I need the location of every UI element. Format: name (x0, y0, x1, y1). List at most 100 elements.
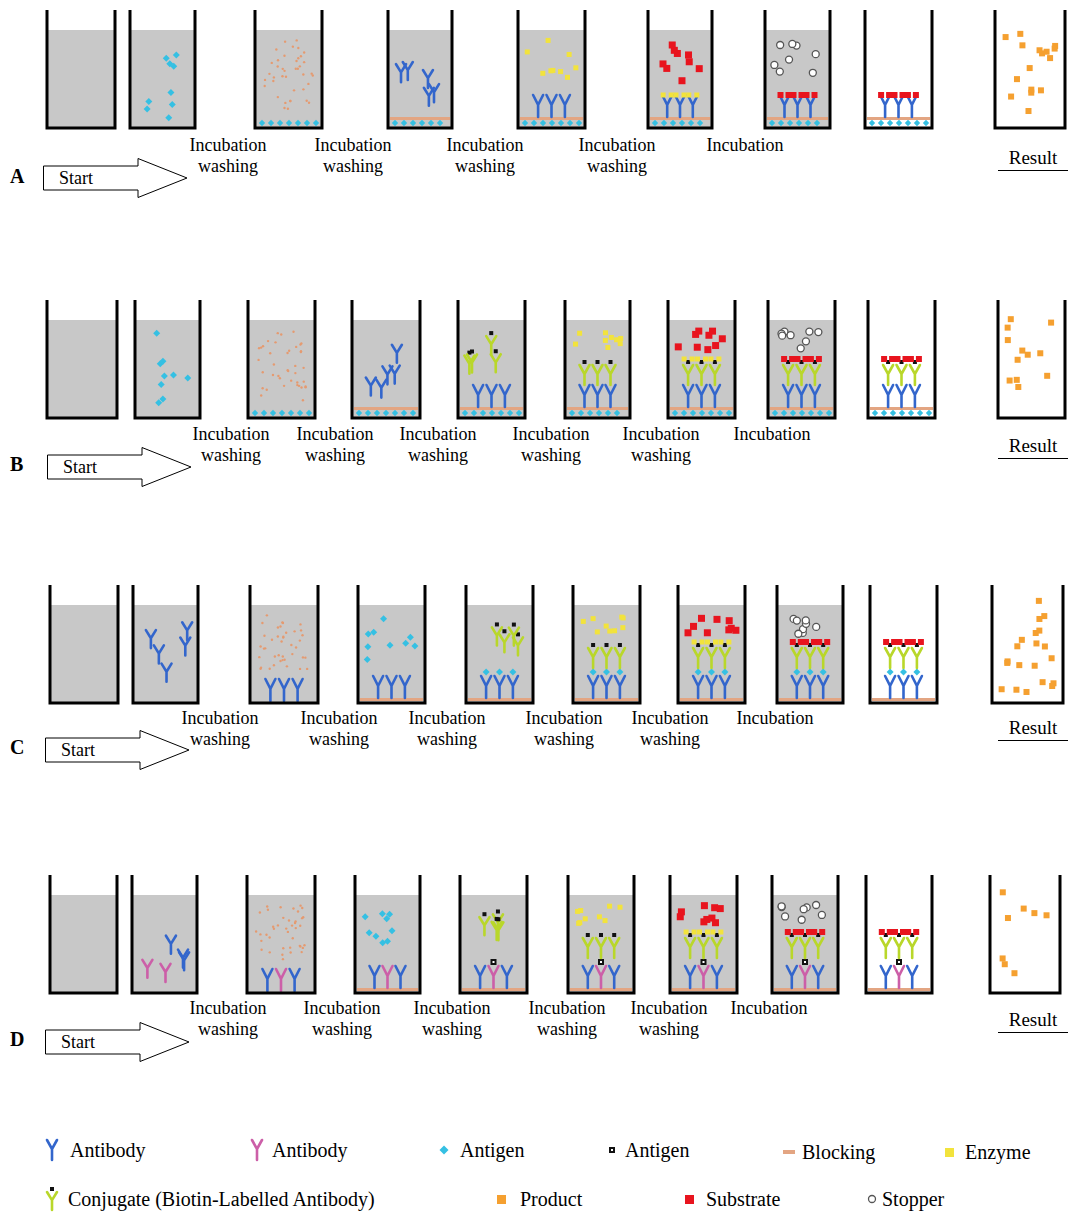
biotin-dot (591, 643, 595, 647)
antigen-symbol (252, 410, 258, 416)
antibody-symbol (160, 964, 170, 982)
antigen-symbol (670, 120, 676, 126)
blocking-dot (277, 375, 279, 377)
product-symbol (1028, 87, 1034, 93)
blocking-dot (289, 946, 291, 948)
arrow-shape (44, 159, 188, 198)
blocking-dot (258, 347, 260, 349)
blocking-dot (299, 925, 301, 927)
blocking-dot (263, 647, 265, 649)
antigen-symbol (726, 410, 732, 416)
substrate-symbol (900, 92, 906, 98)
antibody-symbol (593, 385, 603, 407)
antigen-symbol (814, 120, 820, 126)
antibody-symbol (387, 676, 397, 698)
blocking-dot (294, 365, 296, 367)
enzyme-symbol (583, 916, 588, 921)
product-symbol (1044, 912, 1050, 918)
substrate-symbol (806, 929, 812, 935)
result-label: Result (998, 716, 1068, 741)
blocking-dot (273, 363, 275, 365)
blocking-dot (287, 108, 289, 110)
antigen-symbol (872, 410, 878, 416)
product-symbol (1002, 961, 1008, 967)
blocking-dot (284, 102, 286, 104)
blocking-dot (277, 635, 279, 637)
enzyme-symbol (591, 616, 596, 621)
well-outline (865, 10, 932, 128)
antibody-symbol (792, 648, 802, 668)
substrate-symbol (803, 356, 809, 362)
biotin-dot (696, 643, 700, 647)
blocking-dot (294, 372, 296, 374)
antigen-symbol (695, 669, 702, 676)
biotin-dot (612, 933, 616, 937)
product-symbol (1014, 377, 1020, 383)
substrate-symbol (663, 65, 670, 72)
result-label: Result (998, 1008, 1068, 1033)
biotin-dot (700, 360, 704, 364)
step-label: Incubation washing (283, 708, 395, 750)
antigen-symbol (297, 410, 303, 416)
biotin-dot (494, 349, 498, 353)
blocking-dot (292, 45, 294, 47)
blocking-dot (299, 945, 301, 947)
blocking-dot (306, 668, 308, 670)
antibody-symbol (710, 365, 720, 385)
antibody-symbol (894, 966, 904, 988)
antigen-symbol (522, 120, 528, 126)
well-outline (47, 10, 115, 128)
stopper-symbol (789, 40, 796, 47)
substrate-symbol (685, 629, 692, 636)
antibody-symbol (580, 365, 590, 385)
antibody-symbol (699, 938, 709, 958)
antibody-symbol (492, 922, 502, 940)
legend-text: Antibody (272, 1138, 348, 1162)
step-label: Incubation washing (164, 708, 276, 750)
well-liquid (670, 895, 737, 993)
antigen-symbol (913, 669, 920, 676)
antigen-symbol (388, 927, 395, 934)
antigen-symbol (295, 120, 301, 126)
well-outline (990, 875, 1060, 993)
product-symbol (1037, 47, 1043, 53)
well-outline (992, 585, 1063, 703)
blocking-dot (262, 345, 264, 347)
substrate-symbol (685, 51, 692, 58)
antigen-symbol (926, 410, 932, 416)
stopper-symbol (813, 902, 820, 909)
substrate-symbol (732, 627, 739, 634)
antigen-symbol (279, 410, 285, 416)
well-outline (998, 300, 1065, 418)
enzyme-symbol (718, 640, 723, 645)
blocking-dot (281, 954, 283, 956)
substrate-symbol (712, 919, 719, 926)
blocking-dot (292, 331, 294, 333)
biotin-dot (495, 917, 499, 921)
antigen-symbol (772, 410, 778, 416)
substrate-symbol (692, 331, 699, 338)
product-symbol (1044, 49, 1050, 55)
biotin-dot (495, 622, 499, 626)
product-symbol (1008, 94, 1014, 100)
blocking-dot (266, 389, 268, 391)
antigen-mark (493, 961, 495, 963)
antibody-symbol (373, 676, 383, 698)
antibody-symbol (262, 969, 272, 991)
blocking-dot (266, 614, 268, 616)
blocking-dot (286, 369, 288, 371)
antibody-symbol (712, 938, 722, 958)
antibody-symbol (805, 676, 815, 698)
antibody-symbol (800, 938, 810, 958)
antigen-symbol (717, 410, 723, 416)
antibody-symbol (602, 676, 612, 698)
product-symbol (1016, 662, 1022, 668)
blocking-dot (275, 48, 277, 50)
antibody-symbol (885, 648, 895, 668)
blocking-dot (274, 655, 276, 657)
well-outline (355, 875, 420, 993)
arrow-shape (48, 448, 192, 487)
product-symbol (1038, 87, 1044, 93)
substrate-symbol (678, 77, 685, 84)
antigen-symbol (374, 410, 380, 416)
